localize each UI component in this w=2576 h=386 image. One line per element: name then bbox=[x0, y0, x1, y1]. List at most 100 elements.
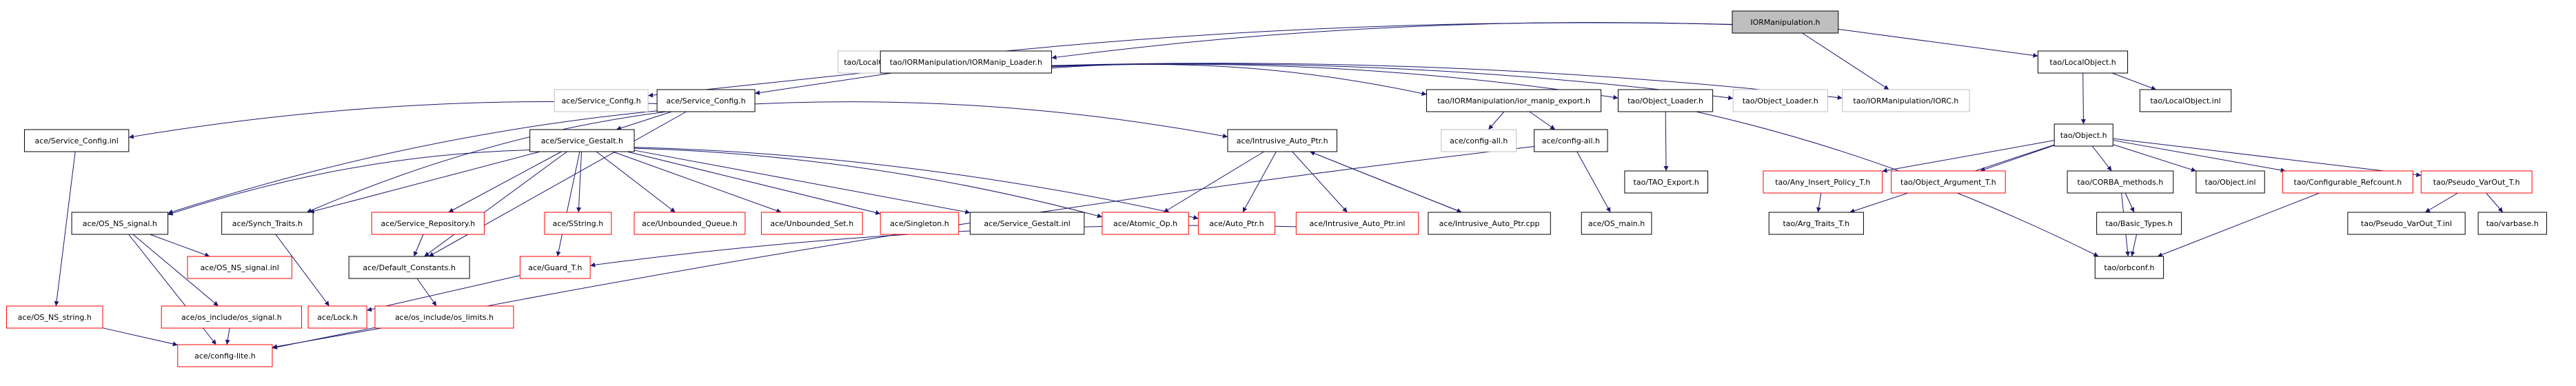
node-ace-lock[interactable]: ace/Lock.h bbox=[307, 305, 367, 329]
node-box bbox=[1534, 129, 1608, 152]
node-box bbox=[2037, 50, 2129, 74]
node-label: tao/IORManipulation/IORManip_Loader.h bbox=[890, 58, 1042, 67]
node-ace-os-include-limits[interactable]: ace/os_include/os_limits.h bbox=[374, 305, 514, 329]
node-tao-localobject-h[interactable]: tao/LocalObject.h bbox=[2037, 50, 2129, 74]
node-box bbox=[23, 129, 130, 152]
node-config-all[interactable]: ace/config-all.h bbox=[1534, 129, 1608, 152]
edge-ace_service_gestalt-to-ace_atomic_op bbox=[634, 148, 1102, 219]
edge-ace_service_config_h-to-ace_service_gestalt bbox=[616, 111, 672, 131]
node-tao-basic-types[interactable]: tao/Basic_Types.h bbox=[2096, 212, 2182, 235]
node-ace-auto-ptr[interactable]: ace/Auto_Ptr.h bbox=[1197, 212, 1276, 235]
edge-root-to-iorc_h bbox=[1802, 32, 1889, 90]
node-tao-pseudo-varout-inl[interactable]: tao/Pseudo_VarOut_T.inl bbox=[2347, 212, 2466, 235]
edge-tao_any_insert-to-tao_arg_traits bbox=[1816, 192, 1822, 213]
node-box bbox=[554, 89, 649, 112]
edge-root-to-ior_manip_loader bbox=[1051, 22, 1733, 60]
node-box bbox=[2420, 170, 2533, 194]
node-ior-manip-export[interactable]: tao/IORManipulation/ior_manip_export.h bbox=[1426, 89, 1602, 112]
node-ace-intrusive-auto-ptr-inl[interactable]: ace/Intrusive_Auto_Ptr.inl bbox=[1295, 212, 1419, 235]
node-ace-synch-traits[interactable]: ace/Synch_Traits.h bbox=[221, 212, 314, 235]
node-ace-unbounded-set[interactable]: ace/Unbounded_Set.h bbox=[761, 212, 863, 235]
edge-tao_pseudo_varout-to-tao_pseudo_varout_inl bbox=[2424, 192, 2458, 213]
edge-ace_service_gestalt-to-ace_os_ns_signal bbox=[168, 150, 530, 216]
node-ace-sstring[interactable]: ace/SString.h bbox=[544, 212, 612, 235]
node-tao-varbase[interactable]: tao/varbase.h bbox=[2477, 212, 2547, 235]
node-label: ace/SString.h bbox=[553, 219, 604, 228]
edge-tao_localobject_h-to-tao_localobject_inl bbox=[2111, 72, 2157, 90]
node-label: tao/Object_Argument_T.h bbox=[1900, 178, 1996, 187]
node-box bbox=[221, 212, 314, 235]
node-ace-intrusive-auto-ptr-h[interactable]: ace/Intrusive_Auto_Ptr.h bbox=[1227, 129, 1337, 152]
node-ace-os-ns-string[interactable]: ace/OS_NS_string.h bbox=[6, 305, 103, 329]
edge-ace_os_ns_string-to-ace_config_lite bbox=[102, 327, 178, 347]
node-ace-atomic-op[interactable]: ace/Atomic_Op.h bbox=[1102, 212, 1189, 235]
edge-tao_pseudo_varout-to-tao_varbase bbox=[2486, 192, 2504, 213]
edge-ior_manip_loader-to-ace_service_config_h bbox=[755, 72, 892, 95]
node-box bbox=[1768, 212, 1864, 235]
node-box bbox=[1581, 212, 1652, 235]
node-ace-service-config-h-missing[interactable]: ace/Service_Config.h bbox=[554, 89, 649, 112]
node-tao-arg-traits[interactable]: tao/Arg_Traits_T.h bbox=[1768, 212, 1864, 235]
node-ace-service-gestalt[interactable]: ace/Service_Gestalt.h bbox=[529, 129, 635, 152]
node-ace-os-main[interactable]: ace/OS_main.h bbox=[1581, 212, 1652, 235]
node-box bbox=[1295, 212, 1419, 235]
node-tao-localobject-inl[interactable]: tao/LocalObject.inl bbox=[2139, 89, 2232, 112]
node-label: tao/LocalObject.h bbox=[2049, 58, 2116, 67]
node-tao-object-loader-missing[interactable]: tao/Object_Loader.h bbox=[1732, 89, 1828, 112]
node-config-all-missing[interactable]: ace/config-all.h bbox=[1441, 129, 1517, 152]
node-label: ace/Service_Gestalt.h bbox=[541, 136, 623, 145]
node-ace-service-repository[interactable]: ace/Service_Repository.h bbox=[371, 212, 485, 235]
node-tao-object-inl[interactable]: tao/Object.inl bbox=[2195, 170, 2265, 194]
node-ace-intrusive-auto-ptr-cpp[interactable]: ace/Intrusive_Auto_Ptr.cpp bbox=[1428, 212, 1551, 235]
edge-tao_object_h-to-tao_object_argument bbox=[1980, 145, 2055, 172]
edge-tao_object_h-to-tao_pseudo_varout bbox=[2113, 138, 2422, 178]
node-ior-manip-loader[interactable]: tao/IORManipulation/IORManip_Loader.h bbox=[880, 50, 1053, 74]
node-box bbox=[2053, 123, 2113, 147]
node-box bbox=[2067, 170, 2174, 194]
node-label: ace/os_include/os_limits.h bbox=[395, 313, 494, 322]
node-tao-any-insert[interactable]: tao/Any_Insert_Policy_T.h bbox=[1763, 170, 1883, 194]
node-ace-guard-t[interactable]: ace/Guard_T.h bbox=[519, 256, 591, 279]
node-label: ace/Service_Repository.h bbox=[381, 219, 475, 228]
node-ace-os-ns-signal-inl[interactable]: ace/OS_NS_signal.inl bbox=[187, 256, 292, 279]
node-label: tao/TAO_Export.h bbox=[1634, 178, 1699, 187]
node-ace-singleton[interactable]: ace/Singleton.h bbox=[880, 212, 960, 235]
edge-tao_object_h-to-tao_any_insert bbox=[1882, 140, 2055, 173]
node-box bbox=[2282, 170, 2413, 194]
node-label: tao/Pseudo_VarOut_T.inl bbox=[2361, 219, 2452, 228]
node-ace-os-ns-signal[interactable]: ace/OS_NS_signal.h bbox=[71, 212, 169, 235]
node-box bbox=[1102, 212, 1189, 235]
node-box bbox=[1763, 170, 1883, 194]
node-box bbox=[761, 212, 863, 235]
node-ace-config-lite[interactable]: ace/config-lite.h bbox=[177, 344, 273, 367]
node-tao-pseudo-varout[interactable]: tao/Pseudo_VarOut_T.h bbox=[2420, 170, 2533, 194]
node-ace-service-config-h[interactable]: ace/Service_Config.h bbox=[656, 89, 755, 112]
node-tao-export[interactable]: tao/TAO_Export.h bbox=[1624, 170, 1709, 194]
node-label: ace/Unbounded_Set.h bbox=[771, 219, 854, 228]
node-label: tao/Configurable_Refcount.h bbox=[2294, 178, 2402, 187]
node-ace-service-config-inl[interactable]: ace/Service_Config.inl bbox=[23, 129, 130, 152]
node-ace-unbounded-queue[interactable]: ace/Unbounded_Queue.h bbox=[633, 212, 746, 235]
node-ace-os-include-signal[interactable]: ace/os_include/os_signal.h bbox=[161, 305, 303, 329]
node-tao-object-h[interactable]: tao/Object.h bbox=[2053, 123, 2113, 147]
node-iorc-h[interactable]: tao/IORManipulation/IORC.h bbox=[1842, 89, 1970, 112]
node-label: tao/Basic_Types.h bbox=[2105, 219, 2173, 228]
edge-ace_intrusive_auto_ptr_h-to-ace_intrusive_auto_ptr_inl bbox=[1292, 151, 1348, 213]
node-label: ace/Auto_Ptr.h bbox=[1209, 219, 1264, 228]
node-tao-configurable-refcount[interactable]: tao/Configurable_Refcount.h bbox=[2282, 170, 2413, 194]
edge-ace_synch_traits-to-ace_lock bbox=[275, 234, 330, 307]
node-label: ace/Service_Config.h bbox=[667, 96, 746, 105]
edge-ace_service_gestalt-to-ace_default_constants bbox=[424, 151, 567, 257]
node-label: tao/Object_Loader.h bbox=[1743, 96, 1818, 105]
node-label: tao/Object.h bbox=[2060, 131, 2107, 140]
edge-ace_intrusive_auto_ptr_h-to-ace_atomic_op bbox=[1163, 151, 1264, 213]
edge-tao_object_loader-to-tao_orbconf bbox=[1696, 111, 2099, 257]
node-tao-orbconf[interactable]: tao/orbconf.h bbox=[2094, 256, 2164, 279]
node-ace-service-gestalt-inl[interactable]: ace/Service_Gestalt.inl bbox=[969, 212, 1085, 235]
node-tao-corba-methods[interactable]: tao/CORBA_methods.h bbox=[2067, 170, 2174, 194]
node-tao-object-loader[interactable]: tao/Object_Loader.h bbox=[1617, 89, 1714, 112]
node-ace-default-constants[interactable]: ace/Default_Constants.h bbox=[348, 256, 470, 279]
node-label: ace/Intrusive_Auto_Ptr.h bbox=[1237, 136, 1328, 145]
node-root[interactable]: IORManipulation.h bbox=[1732, 10, 1839, 34]
node-tao-object-argument[interactable]: tao/Object_Argument_T.h bbox=[1891, 170, 2006, 194]
